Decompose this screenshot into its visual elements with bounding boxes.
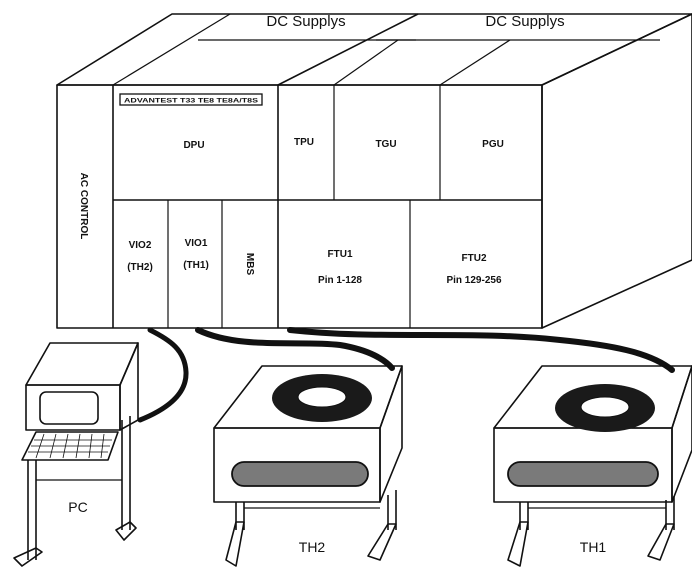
th2-slot <box>231 461 369 487</box>
pc-workstation: PC <box>13 342 139 567</box>
vio1-th1-label: (TH1) <box>183 260 209 271</box>
dpu-label: DPU <box>183 140 204 151</box>
tpu-label: TPU <box>294 137 314 148</box>
ftu1-pins-label: Pin 1-128 <box>318 275 362 286</box>
dc-supplys-right-label: DC Supplys <box>485 13 564 30</box>
ftu1-label: FTU1 <box>328 249 353 260</box>
vio2-th2-label: (TH2) <box>127 262 153 273</box>
tgu-label: TGU <box>375 139 396 150</box>
cable-to-th1 <box>287 327 675 373</box>
dpu-label-strip <box>119 93 263 106</box>
pc-label: PC <box>68 499 87 515</box>
keyboard-keys <box>28 433 112 459</box>
cable-to-pc <box>137 327 189 423</box>
th1-slot <box>507 461 659 487</box>
vio2-label: VIO2 <box>129 240 152 251</box>
test-head-th2: TH2 <box>213 365 403 567</box>
dpu-strip-text: ADVANTEST T33 TE8 TE8A/T8S <box>124 98 259 105</box>
mbs-label: MBS <box>244 253 255 276</box>
test-head-th1: TH1 <box>493 365 692 567</box>
th2-label: TH2 <box>299 539 326 555</box>
cable-to-th2 <box>195 327 395 371</box>
dc-supplys-left-label: DC Supplys <box>266 13 345 30</box>
pgu-label: PGU <box>482 139 504 150</box>
monitor-screen <box>39 391 99 425</box>
vio1-label: VIO1 <box>185 238 208 249</box>
th1-label: TH1 <box>580 539 607 555</box>
ftu2-label: FTU2 <box>462 253 487 264</box>
tester-cabinet: ADVANTEST T33 TE8 TE8A/T8S DC Supplys DC… <box>56 13 692 329</box>
ftu2-pins-label: Pin 129-256 <box>446 275 501 286</box>
ac-control-label: AC CONTROL <box>78 173 89 240</box>
cables <box>137 327 675 423</box>
